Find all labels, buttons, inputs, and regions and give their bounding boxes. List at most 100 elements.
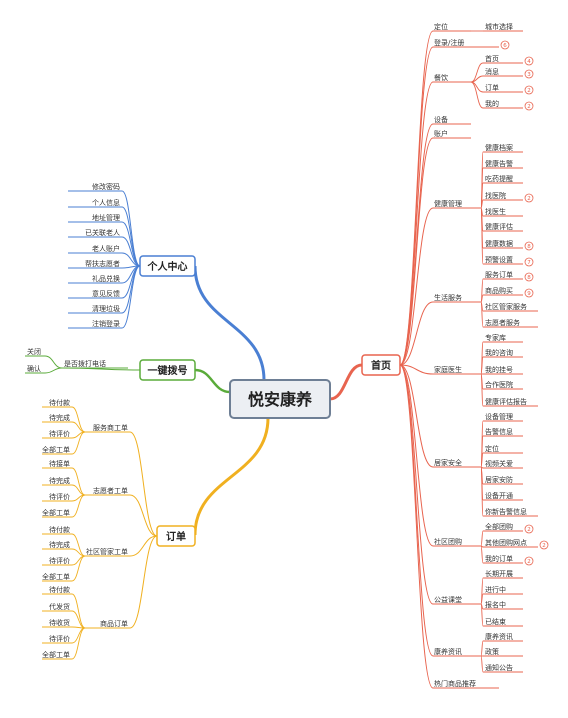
count-badge (524, 556, 534, 566)
one-key-dial-node-box[interactable] (139, 359, 196, 381)
home-branch-7: 家庭医生 (434, 365, 462, 374)
order-item: 全部工单 (42, 445, 70, 454)
order-item: 待完成 (49, 476, 70, 485)
home-branch-0: 定位 (434, 22, 448, 31)
home-child-line (480, 207, 484, 265)
order-item: 待收货 (49, 618, 70, 627)
order-item: 待完成 (49, 540, 70, 549)
count-badge-text: 2 (542, 543, 546, 549)
home-node-label: 首页 (371, 359, 391, 372)
home-node-box[interactable] (361, 354, 401, 376)
count-badge (524, 85, 534, 95)
root-node-box[interactable] (229, 379, 331, 419)
home-leaf: 健康告警 (485, 159, 513, 168)
home-branch-line (399, 364, 434, 547)
home-leaf: 志愿者服务 (485, 318, 520, 327)
home-leaf: 吃药提醒 (485, 174, 513, 183)
home-branch-2: 餐饮 (434, 73, 448, 82)
personal-leaf-line (121, 265, 141, 329)
personal-leaf-line (121, 265, 141, 314)
order-leaf-line (71, 555, 86, 582)
order-leaf-line (71, 467, 86, 496)
order-group-line (129, 535, 158, 557)
order-node-box[interactable] (156, 525, 196, 547)
count-badge (524, 69, 534, 79)
count-badge-text: 4 (527, 59, 531, 65)
order-group-2: 社区管家工单 (86, 547, 128, 556)
home-leaf: 社区管家服务 (485, 302, 527, 311)
home-leaf: 健康评估报告 (485, 397, 527, 406)
count-badge-text: 2 (527, 527, 531, 533)
order-item: 全部工单 (42, 508, 70, 517)
home-leaf: 居家安防 (485, 475, 513, 484)
home-leaf: 已结束 (485, 617, 506, 626)
dial-option-line (44, 355, 63, 369)
home-branch-line (399, 364, 434, 375)
order-group-3: 商品订单 (100, 619, 128, 628)
home-leaf: 首页 (485, 54, 499, 63)
order-item: 待完成 (49, 413, 70, 422)
personal-item: 地址管理 (92, 213, 120, 222)
count-badge (524, 193, 534, 203)
home-leaf: 预警设置 (485, 255, 513, 264)
connector-lines (25, 30, 538, 689)
order-node-label: 订单 (166, 530, 186, 543)
order-leaf-line (71, 610, 86, 629)
personal-item: 清理垃圾 (92, 304, 120, 313)
home-leaf: 专家库 (485, 333, 506, 342)
confirm-option: 确认 (27, 364, 41, 373)
personal-center-node-box[interactable] (139, 255, 196, 277)
home-leaf: 订单 (485, 83, 499, 92)
count-badge (500, 40, 510, 50)
count-badge (524, 101, 534, 111)
home-branch-line (399, 364, 434, 657)
order-group-line (129, 535, 158, 629)
order-leaf-line (71, 406, 86, 433)
root-to-dial-line (194, 368, 231, 394)
order-item: 待付款 (49, 525, 70, 534)
home-leaf: 健康档案 (485, 143, 513, 152)
order-leaf-line (71, 593, 86, 629)
home-branch-4: 账户 (434, 129, 448, 138)
home-branch-line (399, 81, 434, 366)
home-child-line (480, 640, 484, 657)
home-leaf: 告警信息 (485, 427, 513, 436)
home-leaf: 城市选择 (485, 22, 513, 31)
home-leaf: 报名中 (485, 600, 506, 609)
home-branch-line (399, 364, 434, 689)
home-leaf: 我的 (485, 99, 499, 108)
one-key-dial-node-label: 一键拨号 (148, 364, 188, 377)
count-badge (524, 257, 534, 267)
count-badge-text: 8 (527, 275, 531, 281)
home-leaf: 其他团购网点 (485, 538, 527, 547)
home-branch-3: 设备 (434, 115, 448, 124)
count-badge-text: 2 (527, 559, 531, 565)
order-leaf-line (71, 494, 86, 518)
order-group-line (129, 494, 158, 537)
order-item: 待接单 (49, 459, 70, 468)
personal-item: 修改密码 (92, 182, 120, 191)
home-leaf: 康养资讯 (485, 632, 513, 641)
home-child-line (480, 655, 484, 673)
home-branch-6: 生活服务 (434, 293, 462, 302)
personal-leaf-line (121, 206, 141, 267)
count-badge (539, 540, 549, 550)
home-leaf: 消息 (485, 67, 499, 76)
home-branch-1: 登录/注册 (434, 38, 464, 47)
count-badge (524, 524, 534, 534)
dial-option-line (44, 367, 63, 374)
root-to-personal-line (193, 265, 266, 381)
order-item: 待评价 (49, 492, 70, 501)
home-leaf: 政策 (485, 647, 499, 656)
home-branch-line (399, 207, 434, 366)
personal-item: 帮扶志愿者 (85, 259, 120, 268)
home-leaf: 我的咨询 (485, 348, 513, 357)
order-group-line (129, 431, 158, 537)
home-leaf: 合作医院 (485, 380, 513, 389)
order-item: 待评价 (49, 556, 70, 565)
order-group-1: 志愿者工单 (93, 486, 128, 495)
home-leaf: 通知公告 (485, 663, 513, 672)
home-branch-line (399, 46, 434, 366)
home-leaf: 我的订单 (485, 554, 513, 563)
home-child-line (470, 81, 484, 109)
